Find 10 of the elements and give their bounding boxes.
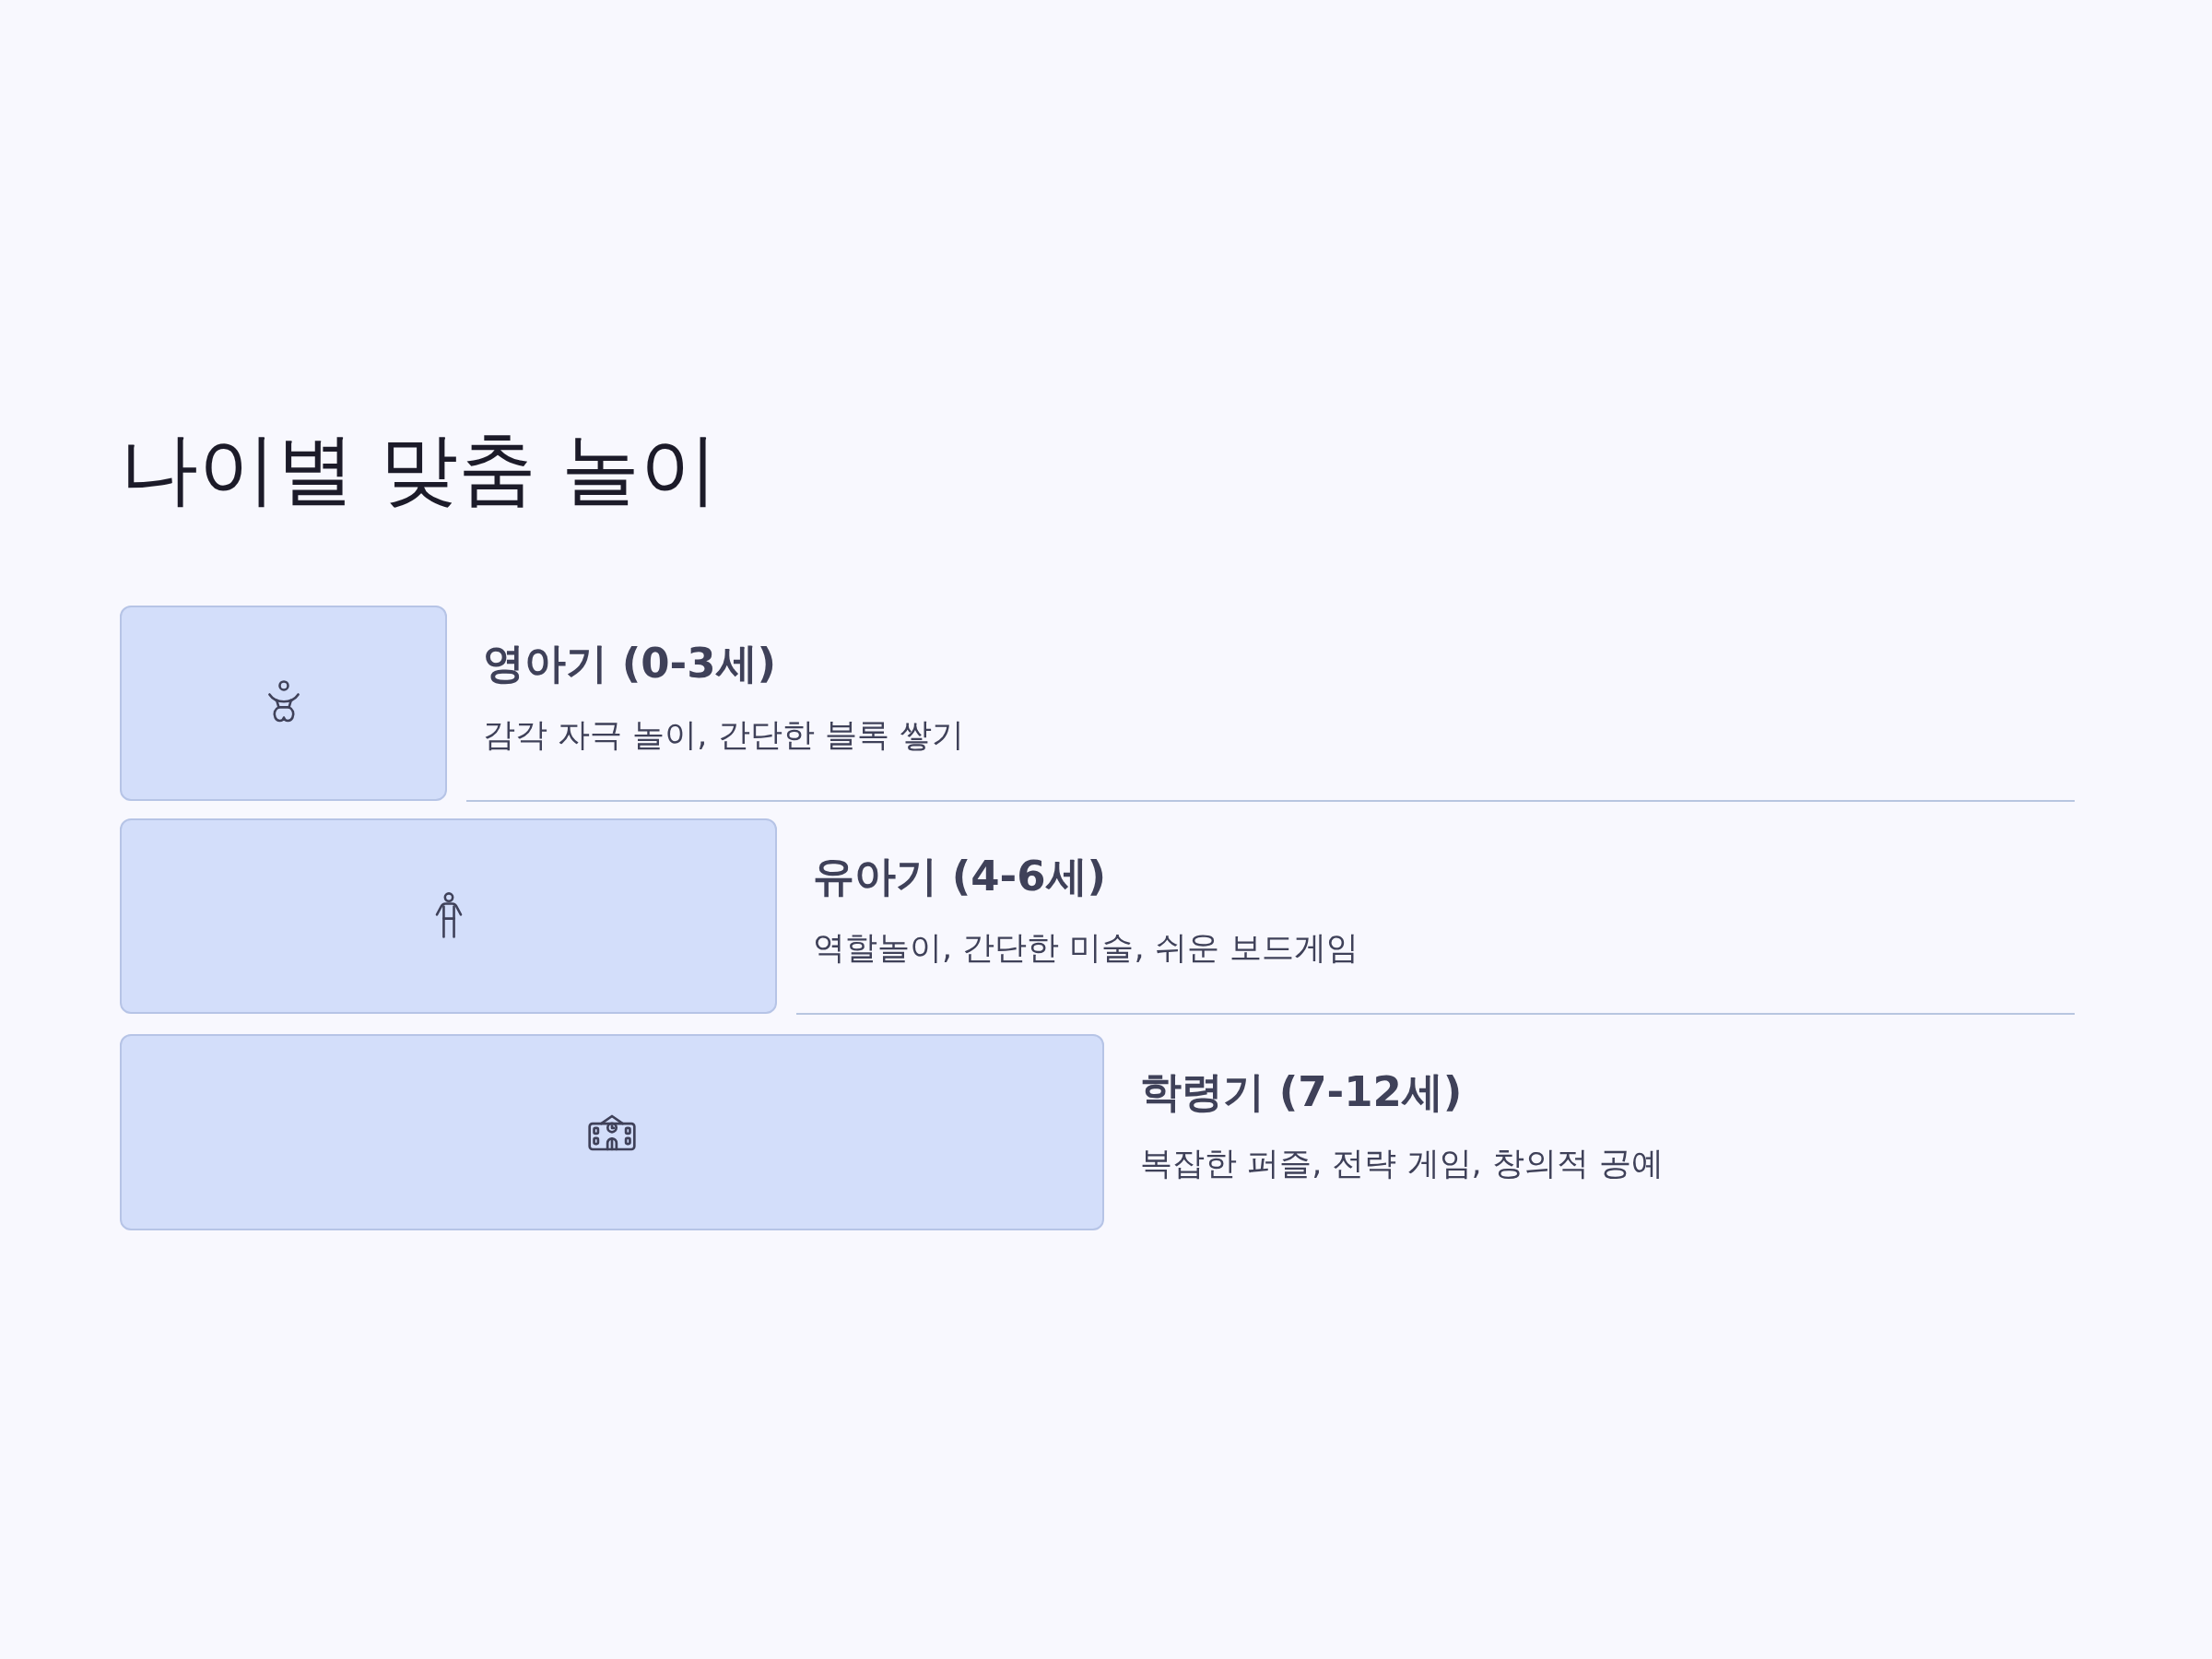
stage-heading: 유아기 (4-6세) <box>813 852 1107 901</box>
activity-description: 역할놀이, 간단한 미술, 쉬운 보드게임 <box>813 928 1359 967</box>
stage-heading: 영아기 (0-3세) <box>483 639 777 688</box>
age-bar <box>120 606 447 801</box>
activity-description: 감각 자극 놀이, 간단한 블록 쌓기 <box>483 715 964 754</box>
stage-heading: 학령기 (7-12세) <box>1140 1067 1463 1117</box>
age-bar <box>120 818 777 1014</box>
age-bar <box>120 1034 1104 1230</box>
activity-description: 복잡한 퍼즐, 전략 게임, 창의적 공예 <box>1140 1144 1664 1182</box>
page-title: 나이별 맞춤 놀이 <box>120 422 719 516</box>
